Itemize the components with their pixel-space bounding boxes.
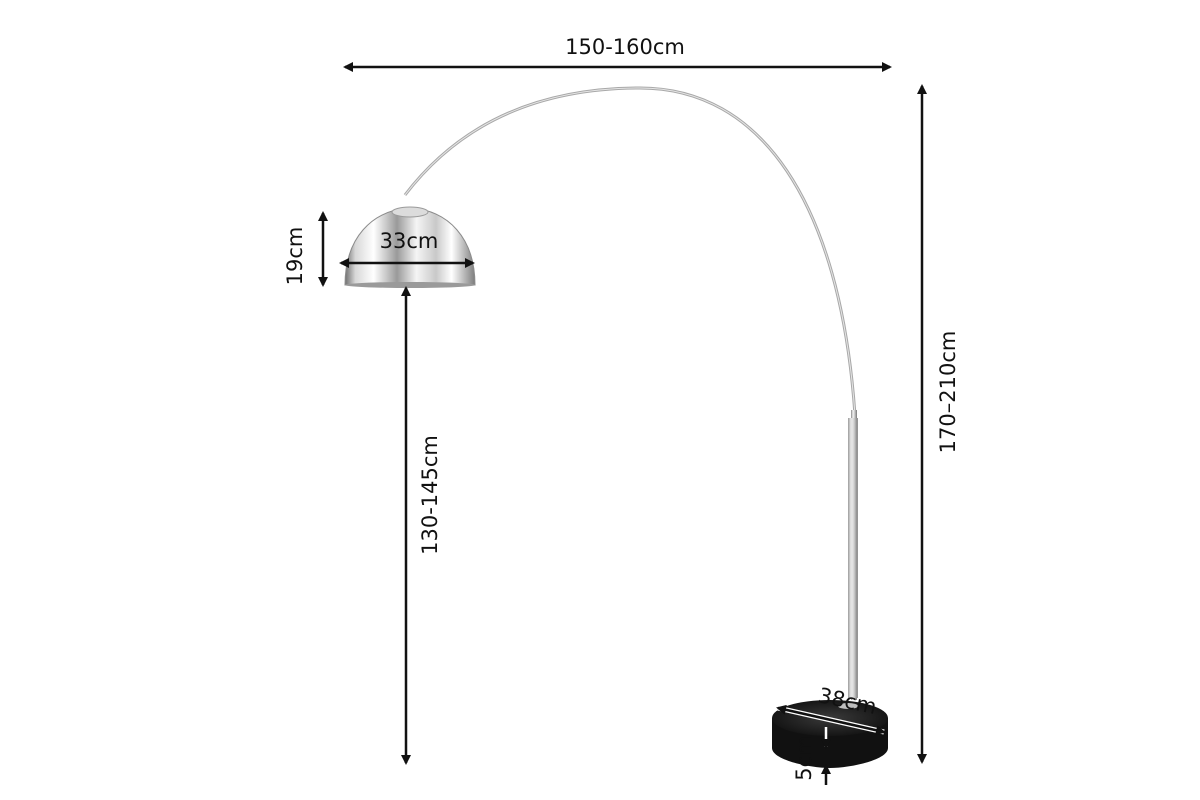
lamp-arc	[403, 86, 857, 416]
lamp-illustration	[344, 86, 888, 768]
shade-diameter-label: 33cm	[380, 229, 439, 253]
clearance-label: 130-145cm	[418, 435, 442, 555]
shade-height-label: 19cm	[283, 227, 307, 286]
base-height-label: 5cm	[792, 735, 816, 780]
arc-width-label: 150-160cm	[565, 35, 685, 59]
lamp-pole-lower	[848, 418, 858, 698]
total-height-label: 170–210cm	[936, 331, 960, 454]
dimension-labels: 150-160cm 170–210cm 19cm 33cm 130-145cm …	[283, 35, 960, 781]
dimension-lines	[318, 62, 927, 785]
